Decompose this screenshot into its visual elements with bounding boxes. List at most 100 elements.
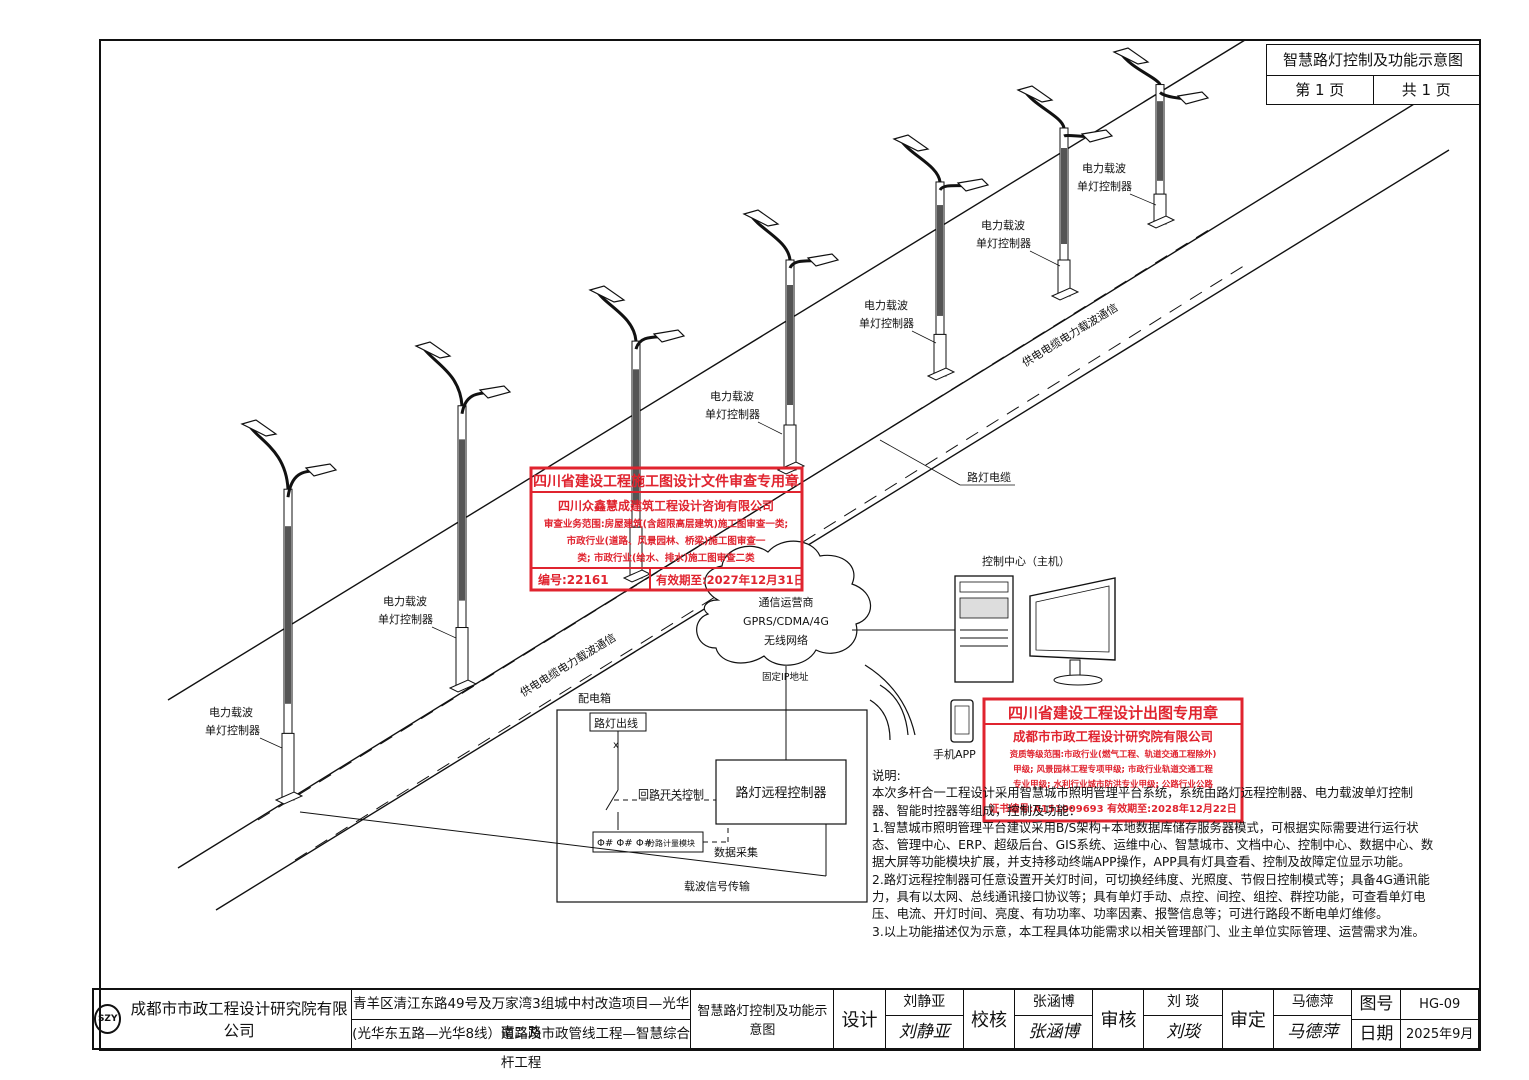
smart-pole	[1112, 47, 1210, 229]
smart-pole	[414, 341, 512, 693]
plc-label-6b: 单灯控制器	[976, 236, 1031, 250]
plc-label-4a: 电力载波	[710, 390, 754, 403]
plc-label-2a: 电力载波	[383, 595, 427, 608]
company-logo-icon: SZY	[94, 1004, 122, 1034]
dwgno-date-labels: 图号 日期	[1352, 990, 1402, 1048]
dwg-no-label: 图号	[1352, 990, 1401, 1020]
designer-cell: 刘静亚 刘静亚	[885, 989, 964, 1048]
approver-cell: 马德萍 马德萍	[1273, 989, 1353, 1048]
svg-text:甲级; 风景园林工程专项甲级; 市政行业轨道交通工程: 甲级; 风景园林工程专项甲级; 市政行业轨道交通工程	[1013, 764, 1213, 775]
cloud-line-2: GPRS/CDMA/4G	[743, 615, 829, 628]
svg-text:四川众鑫慧成建筑工程设计咨询有限公司: 四川众鑫慧成建筑工程设计咨询有限公司	[558, 498, 774, 513]
smart-pole	[588, 285, 686, 583]
svg-text:审查业务范围:房屋建筑(含超限高层建筑)施工图审查一类;: 审查业务范围:房屋建筑(含超限高层建筑)施工图审查一类;	[544, 518, 788, 530]
cable-comm-label-upper: 供电电缆电力载波通信	[1019, 300, 1120, 369]
plc-label-1b: 单灯控制器	[205, 723, 260, 737]
loop-switch-label: 回路开关控制	[638, 787, 704, 801]
date-value: 2025年9月	[1406, 1026, 1474, 1042]
svg-text:有效期至:2027年12月31日: 有效期至:2027年12月31日	[656, 573, 805, 587]
plc-label-5a: 电力载波	[864, 299, 908, 312]
designer-signature: 刘静亚	[898, 1022, 950, 1042]
corner-title-table: 智慧路灯控制及功能示意图 第 1 页 共 1 页	[1266, 44, 1480, 105]
svg-text:编号:22161: 编号:22161	[537, 572, 609, 587]
carrier-cloud: 通信运营商 GPRS/CDMA/4G 无线网络	[696, 540, 872, 666]
notes-3: 3.以上功能描述仅为示意，本工程具体功能需求以相关管理部门、业主单位实际管理、运…	[872, 924, 1425, 939]
checker-name: 张涵博	[1014, 989, 1093, 1016]
plc-label-7b: 单灯控制器	[1077, 179, 1132, 193]
plc-label-7a: 电力载波	[1082, 162, 1126, 175]
reviewer-name: 刘 琰	[1144, 989, 1222, 1016]
title-block: SZY 成都市市政工程设计研究院有限公司 青羊区清江东路49号及万家湾3组城中村…	[92, 988, 1480, 1071]
plc-label-2b: 单灯控制器	[378, 612, 433, 626]
wireless-signal	[864, 664, 916, 741]
smart-pole	[1016, 85, 1114, 301]
distribution-box: 配电箱 路灯出线 x 回路开关控制 路灯远程控制器 Φ# Φ# Φ# 分路计量模…	[299, 691, 868, 903]
reviewer-cell: 刘 琰 刘琰	[1144, 989, 1223, 1048]
company-cell: SZY 成都市市政工程设计研究院有限公司	[94, 990, 352, 1048]
svg-text:x: x	[613, 740, 619, 751]
approve-label: 审定	[1223, 990, 1274, 1048]
project-name-2: (光华东五路—光华8线）道路及市政管线工程—智慧综合杆工程	[352, 1025, 691, 1071]
notes-heading: 说明:	[872, 769, 901, 783]
reviewer-signature: 刘琰	[1166, 1022, 1201, 1042]
approver-signature: 马德萍	[1287, 1022, 1339, 1042]
street-cable-label: 路灯电缆	[967, 471, 1011, 484]
data-collect-label: 数据采集	[714, 845, 758, 859]
svg-text:四川省建设工程施工图设计文件审查专用章: 四川省建设工程施工图设计文件审查专用章	[533, 473, 799, 490]
cloud-line-1: 通信运营商	[759, 595, 814, 609]
checker-cell: 张涵博 张涵博	[1014, 989, 1094, 1048]
notes-2a: 2.路灯远程控制器可任意设置开关灯时间，可切换经纬度、光照度、节假日控制模式等；…	[872, 872, 1430, 887]
page-number: 第 1 页	[1267, 76, 1374, 105]
corner-title: 智慧路灯控制及功能示意图	[1267, 45, 1479, 76]
plc-label-4b: 单灯控制器	[705, 407, 760, 421]
date-label: 日期	[1359, 1023, 1394, 1044]
smart-poles	[240, 47, 1210, 805]
mobile-app-label: 手机APP	[933, 747, 976, 761]
smart-pole	[240, 419, 338, 805]
smart-pole	[742, 209, 840, 475]
svg-text:类; 市政行业(给水、排水)施工图审查二类: 类; 市政行业(给水、排水)施工图审查二类	[577, 552, 755, 564]
svg-text:专业甲级; 水利行业城市防洪专业甲级; 公路行业公路: 专业甲级; 水利行业城市防洪专业甲级; 公路行业公路	[1013, 779, 1213, 790]
company-name: 成都市市政工程设计研究院有限公司	[130, 1000, 348, 1040]
fixed-ip-label: 固定IP地址	[762, 671, 809, 683]
remote-controller-label: 路灯远程控制器	[735, 785, 826, 801]
notes-1b: 态、管理中心、ERP、超级后台、GIS系统、运维中心、智慧城市、文档中心、控制中…	[872, 838, 1434, 853]
check-label: 校核	[964, 990, 1015, 1048]
svg-text:市政行业(道路、风景园林、桥梁)施工图审查一: 市政行业(道路、风景园林、桥梁)施工图审查一	[567, 535, 766, 547]
plc-label-1a: 电力载波	[209, 706, 253, 719]
plc-label-6a: 电力载波	[981, 219, 1025, 232]
smart-pole	[892, 134, 990, 381]
svg-text:资质等级范围:市政行业(燃气工程、轨道交通工程除外): 资质等级范围:市政行业(燃气工程、轨道交通工程除外)	[1010, 749, 1217, 760]
cloud-line-3: 无线网络	[764, 633, 808, 647]
issue-stamp: 四川省建设工程设计出图专用章 成都市市政工程设计研究院有限公司 资质等级范围:市…	[982, 697, 1244, 823]
dwg-no: HG-09	[1401, 990, 1478, 1020]
drawing-frame	[99, 39, 1481, 1051]
svg-text:证书编号:A151009693 有效期至:2028年12月: 证书编号:A151009693 有效期至:2028年12月22日	[989, 802, 1237, 815]
design-label: 设计	[834, 990, 886, 1048]
notes-1c: 据大屏等功能模块扩展，并支持移动终端APP操作，APP具有灯具查看、控制及故障定…	[872, 855, 1411, 870]
plc-label-5b: 单灯控制器	[859, 316, 914, 330]
notes-2b: 力，具有以太网、总线通讯接口协议等；具有单灯手动、点控、间控、组控、群控功能，可…	[872, 890, 1426, 905]
svg-text:Φ# Φ# Φ#: Φ# Φ# Φ#	[597, 838, 652, 849]
designer-name: 刘静亚	[885, 989, 963, 1016]
notes-intro-1: 本次多杆合一工程设计采用智慧城市照明管理平台系统，系统由路灯远程控制器、电力载波…	[872, 786, 1414, 801]
approver-name: 马德萍	[1273, 989, 1352, 1016]
svg-text:成都市市政工程设计研究院有限公司: 成都市市政工程设计研究院有限公司	[1013, 729, 1213, 744]
review-stamp: 四川省建设工程施工图设计文件审查专用章 四川众鑫慧成建筑工程设计咨询有限公司 审…	[529, 466, 805, 592]
controller-labels: 电力载波 单灯控制器 电力载波 单灯控制器 电力载波 单灯控制器 电力载波 单灯…	[205, 162, 1157, 749]
meter-module-label: 分路计量模块	[647, 838, 695, 848]
notes-1a: 1.智慧城市照明管理平台建议采用B/S架构+本地数据库储存服务器模式，可根据实际…	[872, 820, 1419, 835]
review-label: 审核	[1093, 990, 1145, 1048]
project-cell: 青羊区清江东路49号及万家湾3组城中村改造项目—光华南二路 (光华东五路—光华8…	[351, 990, 692, 1071]
carrier-signal-label: 载波信号传输	[684, 879, 750, 893]
control-center-label: 控制中心（主机）	[982, 554, 1070, 568]
control-center-computer: 控制中心（主机）	[954, 554, 1116, 686]
dist-box-label: 配电箱	[578, 691, 611, 705]
page-total: 共 1 页	[1401, 81, 1451, 99]
mobile-phone: 手机APP	[933, 699, 976, 761]
notes-block: 说明: 本次多杆合一工程设计采用智慧城市照明管理平台系统，系统由路灯远程控制器、…	[872, 768, 1482, 941]
street-outlet-label: 路灯出线	[594, 716, 638, 730]
drawing-name: 智慧路灯控制及功能示意图	[691, 990, 835, 1048]
svg-text:四川省建设工程设计出图专用章: 四川省建设工程设计出图专用章	[1008, 704, 1218, 722]
